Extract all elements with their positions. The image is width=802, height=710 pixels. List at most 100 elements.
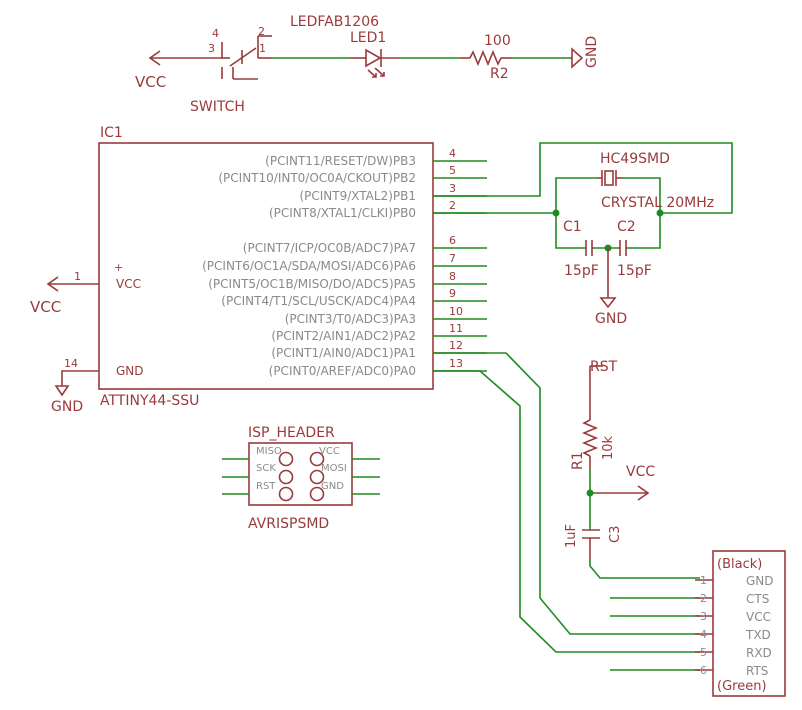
c2-name-label: C2 (617, 219, 636, 235)
c2-capacitor-symbol (618, 240, 627, 256)
r1-value-label: 10k (601, 435, 616, 460)
isp-name-label: ISP_HEADER (248, 425, 335, 441)
ic-pin-label: (PCINT2/AIN1/ADC2)PA2 (271, 329, 416, 343)
ic-pin-label: (PCINT10/INT0/OC0A/CKOUT)PB2 (218, 171, 416, 185)
ic-gnd-pin-number: 14 (64, 357, 78, 370)
crystal-symbol (598, 170, 622, 186)
ic-pin-number: 7 (449, 252, 456, 265)
rst-net-label: RST (590, 359, 618, 375)
ftdi-pin-label: CTS (746, 592, 769, 606)
ic-pin-label: (PCINT7/ICP/OC0B/ADC7)PA7 (243, 241, 416, 255)
switch-pin-2: 2 (258, 25, 265, 38)
ic-pin-number: 5 (449, 164, 456, 177)
isp-part-label: AVRISPSMD (248, 516, 329, 532)
ftdi-top-label: (Black) (717, 557, 762, 572)
ic-pin-label: (PCINT3/T0/ADC3)PA3 (285, 312, 416, 326)
ftdi-bottom-label: (Green) (717, 679, 767, 694)
c1-name-label: C1 (563, 219, 582, 235)
ic-pin-number: 8 (449, 270, 456, 283)
isp-pin-rst: RST (256, 481, 276, 492)
r1-resistor-symbol (581, 419, 599, 457)
ic-vcc-pin-label: VCC (116, 277, 141, 291)
ftdi-pin-label: GND (746, 574, 774, 588)
ic-pin-number: 10 (449, 305, 463, 318)
ftdi-pin-number: 3 (700, 610, 707, 623)
r1-name-label: R1 (570, 451, 586, 470)
switch-label: SWITCH (190, 99, 245, 115)
junction-reset (586, 489, 594, 497)
ic-pin-label: (PCINT4/T1/SCL/USCK/ADC4)PA4 (221, 294, 416, 308)
isp-pin-mosi: MOSI (321, 463, 347, 474)
c3-value-label: 1uF (564, 524, 579, 548)
gnd-symbol-top: GND (570, 36, 600, 69)
led-symbol: LEDFAB1206 LED1 (290, 14, 400, 78)
switch-pin-1: 1 (259, 42, 266, 55)
ic-pin-label: (PCINT5/OC1B/MISO/DO/ADC5)PA5 (208, 277, 416, 291)
r2-value-label: 100 (484, 33, 511, 49)
crystal-section: HC49SMD CRYSTAL 20MHz C1 15pF C2 15pF GN… (433, 142, 733, 327)
gnd-label-top: GND (584, 36, 600, 68)
c2-value-label: 15pF (617, 263, 652, 279)
c1-value-label: 15pF (564, 263, 599, 279)
ic-pin-label: (PCINT8/XTAL1/CLKI)PB0 (269, 206, 416, 220)
r2-resistor-symbol: 100 R2 (460, 33, 512, 82)
ic1-attiny44: IC1 ATTINY44-SSU + VCC 1 VCC GND 14 GND … (30, 125, 487, 415)
ic-gnd-pin-label: GND (116, 364, 144, 378)
ic-plus-mark: + (114, 261, 123, 274)
ic-gnd-net-label: GND (51, 399, 83, 415)
ic-pin-number: 13 (449, 357, 463, 370)
ic-pin-number: 3 (449, 182, 456, 195)
crystal-package-label: HC49SMD (600, 151, 670, 167)
ftdi-pin-label: RTS (746, 664, 768, 678)
isp-pin-gnd: GND (321, 481, 344, 492)
reset-vcc-label: VCC (626, 464, 655, 480)
wire-pa1-txd (433, 352, 700, 635)
r2-name-label: R2 (490, 66, 509, 82)
ic-pin-number: 6 (449, 234, 456, 247)
crystal-gnd-label: GND (595, 311, 627, 327)
ic-part-label: ATTINY44-SSU (100, 393, 199, 409)
ic-name-label: IC1 (100, 125, 123, 141)
ftdi-pin-label: VCC (746, 610, 771, 624)
isp-pin-sck: SCK (256, 463, 276, 474)
crystal-name-label: CRYSTAL 20MHz (601, 195, 714, 211)
ic-pin-list: (PCINT11/RESET/DW)PB3 4 (PCINT10/INT0/OC0A… (202, 147, 487, 378)
ftdi-pin-number: 4 (700, 628, 707, 641)
switch-pin-3: 3 (208, 42, 215, 55)
ic-pin-number: 11 (449, 322, 463, 335)
switch-pin-4: 4 (212, 27, 219, 40)
switch-symbol: 4 3 2 1 SWITCH (190, 25, 272, 115)
ic-pin-label: (PCINT9/XTAL2)PB1 (299, 189, 416, 203)
vcc-label-top: VCC (135, 73, 166, 91)
reset-circuit: RST R1 10k VCC 1uF C3 (564, 359, 700, 579)
junction-pb1 (656, 209, 664, 217)
wire-pa0-rxd (433, 370, 700, 653)
ftdi-pin-number: 1 (700, 574, 707, 587)
isp-pin-vcc: VCC (319, 446, 340, 457)
ic-pin-label: (PCINT6/OC1A/SDA/MOSI/ADC6)PA6 (202, 259, 416, 273)
c3-name-label: C3 (608, 526, 623, 543)
ftdi-pin-label: TXD (745, 628, 771, 642)
led-package-label: LEDFAB1206 (290, 14, 379, 30)
led-name-label: LED1 (350, 30, 386, 46)
ic-pin-number: 12 (449, 339, 463, 352)
ic-pin-number: 4 (449, 147, 456, 160)
ic-pin-label: (PCINT11/RESET/DW)PB3 (265, 154, 416, 168)
c1-capacitor-symbol (585, 240, 594, 256)
ic-pin-number: 2 (449, 199, 456, 212)
crystal-gnd-symbol (599, 297, 617, 309)
ic-vcc-net-label: VCC (30, 298, 61, 316)
vcc-symbol-top: VCC (135, 50, 222, 91)
ic-pin-label: (PCINT0/AREF/ADC0)PA0 (269, 364, 416, 378)
isp-pin-miso: MISO (256, 446, 282, 457)
isp-header: ISP_HEADER MISO SCK RST VCC MOSI GND AVR… (222, 425, 380, 532)
ftdi-pin-number: 5 (700, 646, 707, 659)
ftdi-pin-label: RXD (746, 646, 772, 660)
ic-vcc-pin-number: 1 (74, 270, 81, 283)
ic-pin-number: 9 (449, 287, 456, 300)
ftdi-pin-number: 6 (700, 664, 707, 677)
junction-pb0 (552, 209, 560, 217)
